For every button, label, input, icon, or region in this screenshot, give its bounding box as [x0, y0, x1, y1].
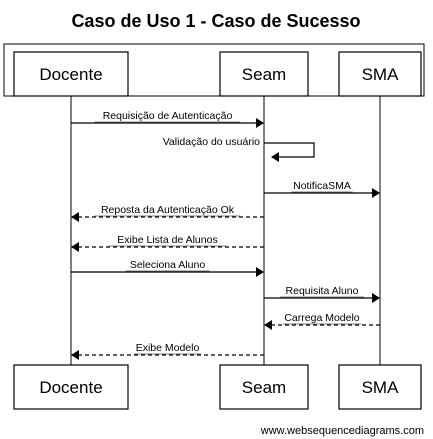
message-3: NotificaSMA [264, 180, 380, 198]
message-1: Requisição de Autenticação [71, 110, 264, 128]
participant-sma-bottom: SMA [338, 364, 422, 410]
message-label: Seleciona Aluno [130, 259, 205, 271]
participant-sma-top: SMA [338, 51, 422, 97]
participant-docente-bottom: Docente [13, 364, 129, 410]
message-label: Requisição de Autenticação [103, 110, 233, 122]
participant-box [13, 51, 129, 97]
participant-label: Docente [39, 378, 102, 397]
participants-frame [3, 43, 425, 97]
message-label: Exibe Modelo [136, 342, 200, 354]
message-9: Exibe Modelo [71, 342, 264, 360]
participant-box [338, 51, 422, 97]
participant-docente-top: Docente [13, 51, 129, 97]
participant-box [219, 364, 309, 410]
diagram-title: Caso de Uso 1 - Caso de Sucesso [71, 11, 360, 31]
participant-seam-top: Seam [219, 51, 309, 97]
message-arrow [264, 142, 315, 162]
message-7: Requisita Aluno [264, 285, 380, 303]
participant-box [219, 51, 309, 97]
participant-seam-bottom: Seam [219, 364, 309, 410]
message-8: Carrega Modelo [264, 312, 380, 330]
message-label: NotificaSMA [293, 180, 351, 192]
message-label: Validação do usuário [163, 136, 260, 148]
participant-box [338, 364, 422, 410]
message-2: Validação do usuário [163, 136, 315, 162]
message-label: Exibe Lista de Alunos [117, 234, 217, 246]
participant-label: Seam [242, 65, 286, 84]
message-label: Carrega Modelo [284, 312, 359, 324]
message-label: Reposta da Autenticação Ok [101, 204, 235, 216]
footer-credit: www.websequencediagrams.com [260, 425, 424, 437]
participant-label: SMA [362, 65, 400, 84]
participant-label: Seam [242, 378, 286, 397]
participants-top: Docente Seam SMA [3, 43, 425, 97]
participants-bottom: Docente Seam SMA [13, 364, 422, 410]
message-label: Requisita Aluno [286, 285, 359, 297]
message-5: Exibe Lista de Alunos [71, 234, 264, 252]
participant-label: Docente [39, 65, 102, 84]
participant-box [13, 364, 129, 410]
message-6: Seleciona Aluno [71, 259, 264, 277]
message-4: Reposta da Autenticação Ok [71, 204, 264, 222]
participant-label: SMA [362, 378, 400, 397]
